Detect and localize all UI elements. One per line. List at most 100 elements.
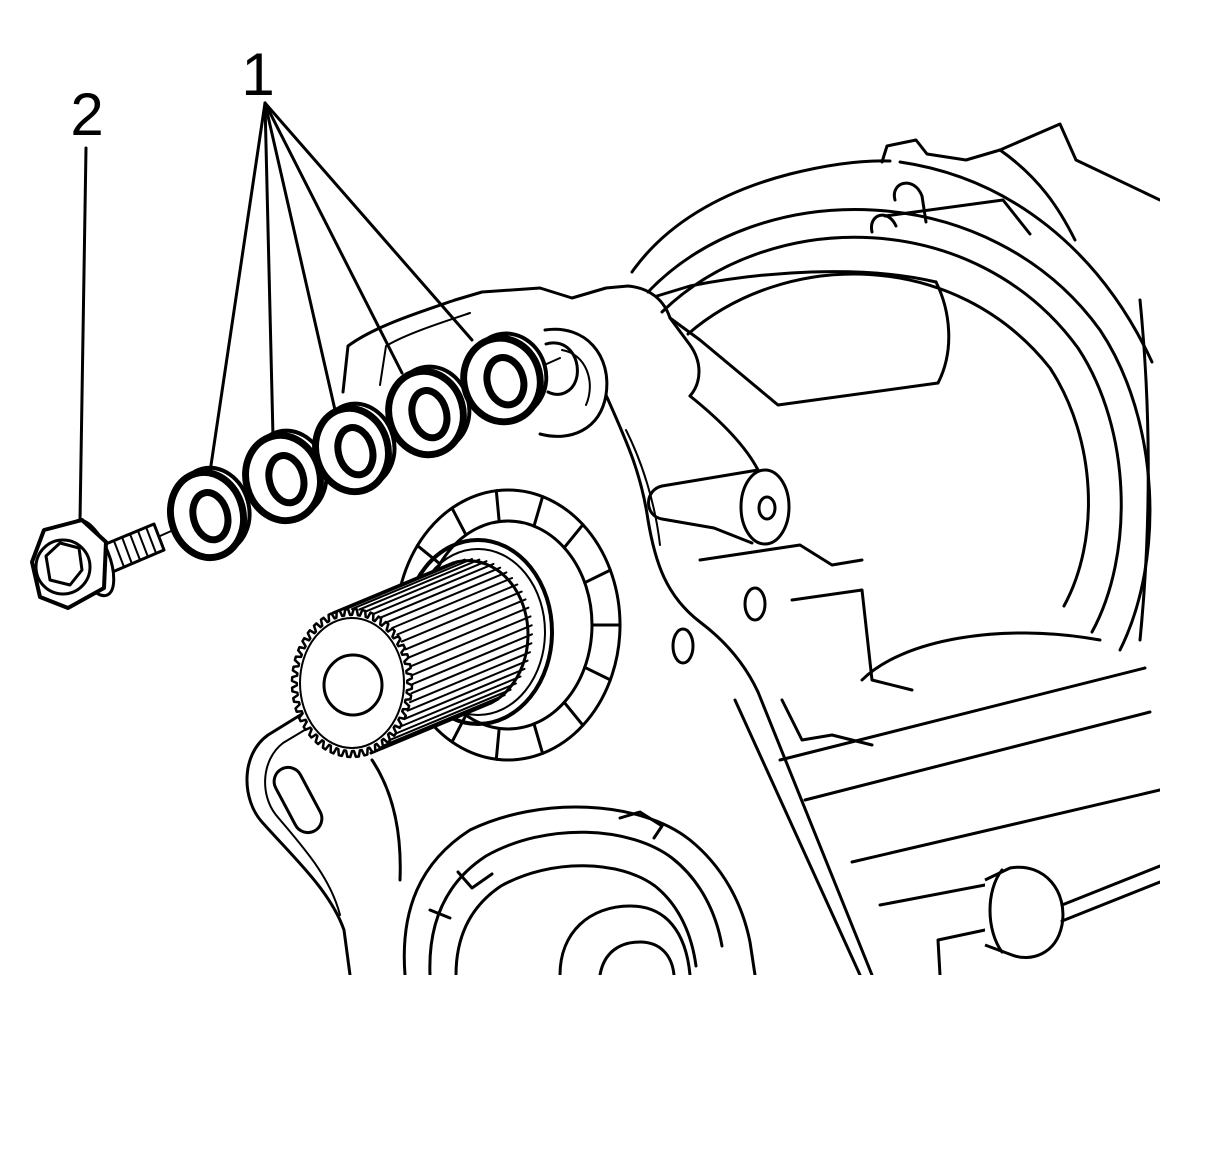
output-shaft (290, 558, 533, 759)
plate-left-inner-edge (264, 727, 341, 916)
bracket-curve (860, 631, 1102, 682)
seal-ring-rib (450, 506, 468, 537)
washer-leader-line (263, 101, 474, 342)
bolt-head-chamfer (34, 538, 92, 596)
shaft-spline-line (391, 577, 514, 629)
pin-boss-face (739, 468, 791, 546)
seal-ring-rib (494, 726, 501, 761)
plate-lower-edge (370, 758, 402, 882)
housing-right-edge (1138, 298, 1150, 642)
washer-ring (312, 404, 392, 496)
bolt (30, 518, 166, 610)
washer-seat-boss (544, 341, 579, 396)
washer-leader-line (263, 101, 275, 439)
boss-lug (870, 213, 898, 234)
plate-top-edge (453, 284, 701, 398)
plate-right-edge (604, 393, 760, 694)
lower-right-housing (698, 543, 1160, 975)
washer (167, 465, 252, 562)
rail-line (878, 883, 987, 907)
bolt-callout-label: 2 (70, 81, 103, 148)
shaft-spline-line (407, 606, 530, 659)
housing-hole (743, 586, 767, 622)
bolt-thread (145, 526, 157, 554)
bolt-thread (121, 536, 133, 565)
housing-upper-step (668, 316, 702, 342)
post-line (936, 928, 987, 975)
ledge-line (698, 543, 864, 567)
panel-bottom-edge (698, 338, 940, 407)
drum-ring-arc (660, 235, 1123, 634)
panel-top-edge (655, 270, 938, 298)
shaft-spline-line (394, 682, 517, 735)
shaft-spline-line (372, 562, 495, 615)
washer-callout-label: 1 (241, 41, 274, 108)
shaft-spline-line (385, 571, 508, 624)
plate-diagonal-edge (733, 698, 862, 975)
shaft-spline-line (400, 590, 523, 643)
washer-leader-line (263, 101, 337, 412)
shaft-spline-line (403, 667, 526, 720)
bolt-thread (137, 530, 149, 558)
guide-pin (984, 865, 1065, 959)
seal-ring-rib (532, 495, 545, 528)
shaft-spline-line (410, 642, 533, 695)
shaft-center-hole (322, 653, 384, 717)
housing-top-boss (880, 122, 1160, 202)
washer (385, 364, 472, 459)
washer-stack (167, 331, 549, 562)
washer-ring (385, 367, 467, 459)
shaft-spline-line (409, 615, 532, 668)
shaft-spline-line (410, 624, 533, 677)
shaft-bottom-silhouette (369, 701, 493, 755)
shaft-spline-line (404, 598, 527, 651)
seal-ring-rib (562, 700, 585, 727)
opening-notch (456, 870, 494, 890)
washer-leader-line (208, 101, 267, 474)
housing-top-ledge (883, 198, 1032, 236)
plate-slot (272, 765, 324, 835)
lower-opening (402, 805, 757, 975)
shaft-spline-line (411, 633, 533, 686)
drum-outer-edge (630, 159, 892, 274)
drum-rim-arc (898, 160, 1154, 364)
callout-leaders (78, 101, 474, 523)
washer-leader-line (263, 101, 404, 375)
shaft-top-silhouette (331, 561, 455, 615)
opening-tab (618, 810, 664, 840)
shaft-spline-line (379, 566, 502, 619)
inner-hub (558, 904, 692, 975)
shaft-spline-line (358, 558, 481, 611)
drum-ring-arc (646, 208, 1152, 652)
opening-rim (454, 864, 698, 975)
guide-pin-rim (988, 868, 1004, 954)
shaft-spline-line (406, 659, 529, 712)
transmission-housing (245, 122, 1160, 975)
bolt-thread (129, 533, 141, 561)
pin-boss-hole (757, 495, 777, 521)
housing-upper-step (688, 394, 760, 472)
shaft-back-edge (451, 559, 530, 705)
shaft-spline-line (365, 560, 488, 613)
shaft-spline-line (396, 583, 519, 636)
shaft-face-root-circle (299, 617, 405, 749)
inner-hub-ring (598, 940, 676, 975)
plate-diagonal-edge (756, 690, 874, 975)
plate-left-edge (245, 712, 352, 975)
pin-boss (647, 468, 791, 665)
washer (312, 401, 397, 496)
guide-rod (1060, 880, 1160, 923)
seal-ring-rib (532, 722, 545, 755)
ledge-line (780, 698, 874, 747)
drum-rim-arc (998, 148, 1077, 242)
drum-housing (630, 122, 1160, 652)
seal-ring-rib (583, 665, 612, 682)
seal-ring-rib (494, 489, 501, 524)
bolt-leader-line (78, 146, 88, 523)
opening-notch (428, 908, 452, 920)
shaft-spline-line (409, 651, 531, 704)
bolt-head-hex-face (44, 541, 84, 587)
washer (242, 428, 329, 525)
